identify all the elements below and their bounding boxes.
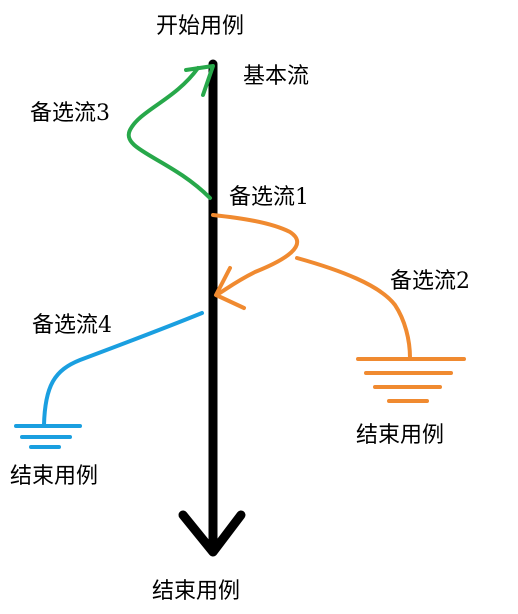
alt4-label: 备选流4	[32, 313, 112, 338]
basic-flow-arrow	[178, 59, 246, 557]
basic-flow-arrowhead	[178, 510, 246, 557]
alt1-path	[211, 213, 299, 296]
alt3-path	[126, 66, 212, 200]
alt4-path	[42, 311, 204, 427]
alt1-arrowhead	[214, 266, 246, 310]
start-label: 开始用例	[156, 14, 245, 39]
alt3-label: 备选流3	[30, 101, 110, 126]
alt1-label: 备选流1	[229, 185, 309, 210]
basic-flow-label: 基本流	[243, 64, 310, 89]
alt2-flow	[295, 256, 466, 403]
alt2-path	[295, 256, 412, 360]
alt4-flow	[14, 311, 204, 449]
alt3-arrowhead	[184, 64, 215, 97]
alt2-label: 备选流2	[390, 269, 470, 294]
end-alt4-label: 结束用例	[10, 464, 99, 489]
alt2-ground-icon	[356, 357, 466, 403]
alt1-flow	[211, 213, 299, 310]
end-alt2-label: 结束用例	[356, 423, 445, 448]
end-main-label: 结束用例	[152, 579, 241, 604]
alt3-flow	[126, 64, 215, 200]
alt4-ground-icon	[14, 424, 82, 449]
